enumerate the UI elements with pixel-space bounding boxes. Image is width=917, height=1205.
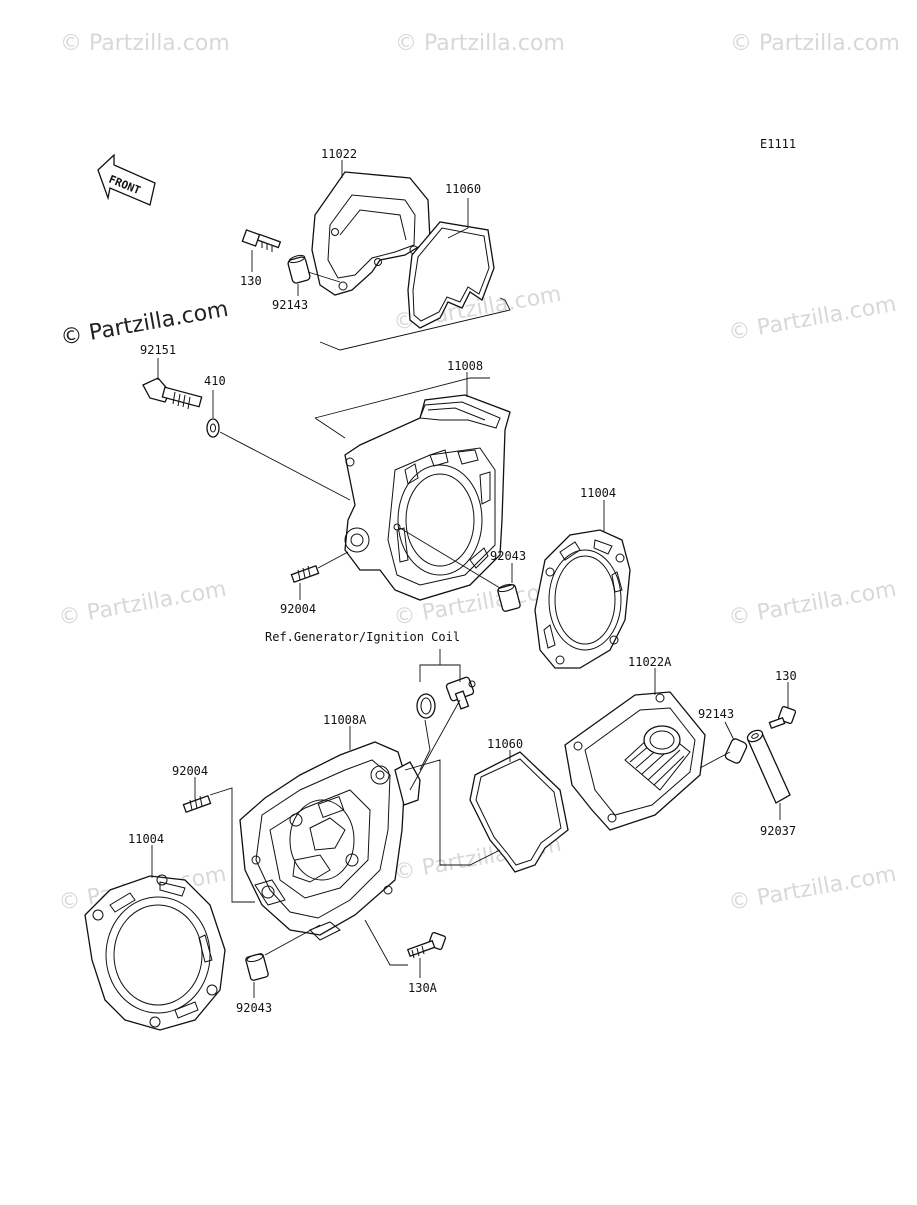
callout-92004-left: 92004 — [172, 764, 208, 778]
callout-11008: 11008 — [447, 359, 483, 373]
dowel-92043-mid — [497, 583, 521, 612]
callout-410: 410 — [204, 374, 226, 388]
gasket-top — [407, 221, 495, 329]
dowel-92043-bottom — [245, 953, 269, 981]
cylinder-11008A — [239, 741, 421, 941]
head-cover-rear — [564, 691, 706, 831]
bolt-130-right — [768, 705, 797, 730]
collar-92143-top — [287, 254, 311, 284]
callout-92037: 92037 — [760, 824, 796, 838]
watermark: © Partzilla.com — [730, 31, 900, 56]
bolt-130-top — [241, 229, 282, 252]
callout-11022A: 11022A — [628, 655, 672, 669]
watermark: © Partzilla.com — [395, 31, 565, 56]
callout-92151: 92151 — [140, 343, 176, 357]
stud-92004-mid — [290, 564, 320, 584]
watermark: © Partzilla.com — [60, 31, 230, 56]
callout-11004-right: 11004 — [580, 486, 616, 500]
watermark: © Partzilla.com — [727, 292, 899, 346]
callout-92043-bottom: 92043 — [236, 1001, 272, 1015]
callout-92143-top: 92143 — [272, 298, 308, 312]
front-arrow-icon: FRONT — [97, 153, 156, 206]
fitting-92151 — [142, 377, 203, 410]
watermark: © Partzilla.com — [727, 862, 899, 916]
gasket-bottom — [469, 751, 569, 873]
collar-92143-right — [724, 738, 748, 764]
diagram-code: E1111 — [760, 137, 796, 151]
callout-130A: 130A — [408, 981, 438, 995]
head-cover-top — [311, 171, 431, 296]
callout-92043-mid: 92043 — [490, 549, 526, 563]
bolt-130A — [406, 931, 447, 959]
ref-note: Ref.Generator/Ignition Coil — [265, 630, 460, 644]
o-ring — [416, 693, 436, 719]
head-gasket-right — [534, 529, 631, 669]
callout-11008A: 11008A — [323, 713, 367, 727]
callout-11004-left: 11004 — [128, 832, 164, 846]
callout-130-right: 130 — [775, 669, 797, 683]
callout-130-top: 130 — [240, 274, 262, 288]
cylinder-11008 — [344, 394, 511, 601]
callout-11060-top: 11060 — [445, 182, 481, 196]
callout-92004-mid: 92004 — [280, 602, 316, 616]
pickup-sensor — [445, 676, 476, 710]
callout-92143-right: 92143 — [698, 707, 734, 721]
callout-11022: 11022 — [321, 147, 357, 161]
watermark: © Partzilla.com — [57, 577, 229, 631]
callout-11060-bottom: 11060 — [487, 737, 523, 751]
clamp-92037 — [746, 729, 791, 804]
watermark: © Partzilla.com — [727, 577, 899, 631]
washer-410 — [206, 418, 220, 438]
head-gasket-left — [84, 874, 226, 1031]
stud-92004-left — [182, 794, 212, 814]
